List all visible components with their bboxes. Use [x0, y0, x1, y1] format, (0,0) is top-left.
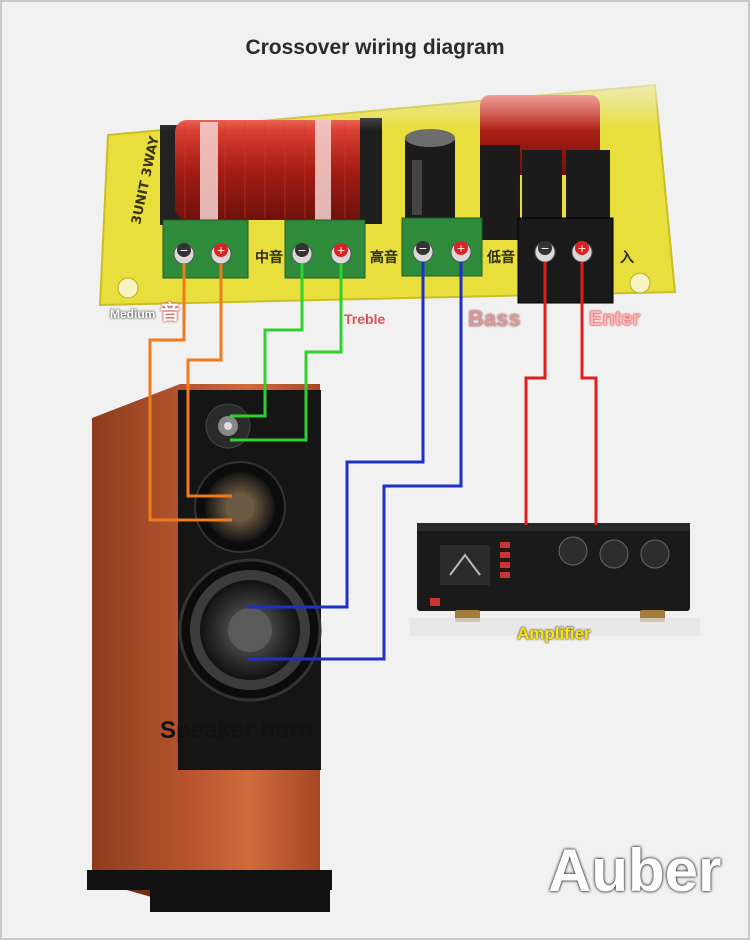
label-amplifier: Amplifier [517, 624, 591, 643]
board-mark-high: 高音 [370, 249, 398, 266]
svg-text:−: − [297, 244, 306, 257]
amplifier-unit [410, 523, 700, 636]
label-medium-cn: 音 [160, 300, 180, 324]
inductor-coil [160, 118, 382, 225]
board-mark-mid: 中音 [255, 249, 283, 266]
woofer [178, 558, 322, 702]
wire-medium-positive [186, 264, 232, 498]
wire-medium-negative [148, 264, 232, 522]
label-bass: Bass [468, 306, 521, 331]
terminal-medium: − + [162, 219, 249, 279]
board-mark-low: 低音 [486, 249, 515, 266]
svg-text:+: + [336, 244, 345, 257]
label-medium: Medium [110, 307, 156, 321]
terminal-treble: − + [284, 219, 366, 279]
terminal-input: − + [517, 217, 614, 304]
crossover-board: 3UNIT 3WAY [90, 60, 690, 307]
terminal-bass: − + [401, 217, 483, 277]
wire-treble-positive [230, 264, 343, 442]
svg-text:+: + [456, 242, 465, 255]
wiring [148, 262, 598, 661]
label-speaker-horn: Speaker horn [160, 717, 314, 744]
wire-bass-negative [247, 262, 425, 609]
wire-input-negative [524, 262, 547, 525]
label-treble: Treble [344, 311, 386, 327]
label-enter: Enter [589, 308, 641, 330]
svg-text:−: − [418, 242, 427, 255]
svg-text:−: − [179, 244, 188, 257]
brand-watermark: Auber [548, 837, 722, 904]
capacitor [405, 129, 455, 225]
svg-text:+: + [577, 242, 586, 255]
svg-text:−: − [540, 242, 549, 255]
wire-treble-negative [230, 264, 304, 418]
midrange-driver [194, 461, 286, 553]
wire-bass-positive [247, 262, 463, 661]
svg-text:+: + [216, 244, 225, 257]
speaker-cabinet [87, 384, 332, 912]
wire-input-positive [580, 262, 598, 525]
diagram-title: Crossover wiring diagram [245, 36, 505, 59]
board-mark-in: 入 [620, 250, 634, 266]
